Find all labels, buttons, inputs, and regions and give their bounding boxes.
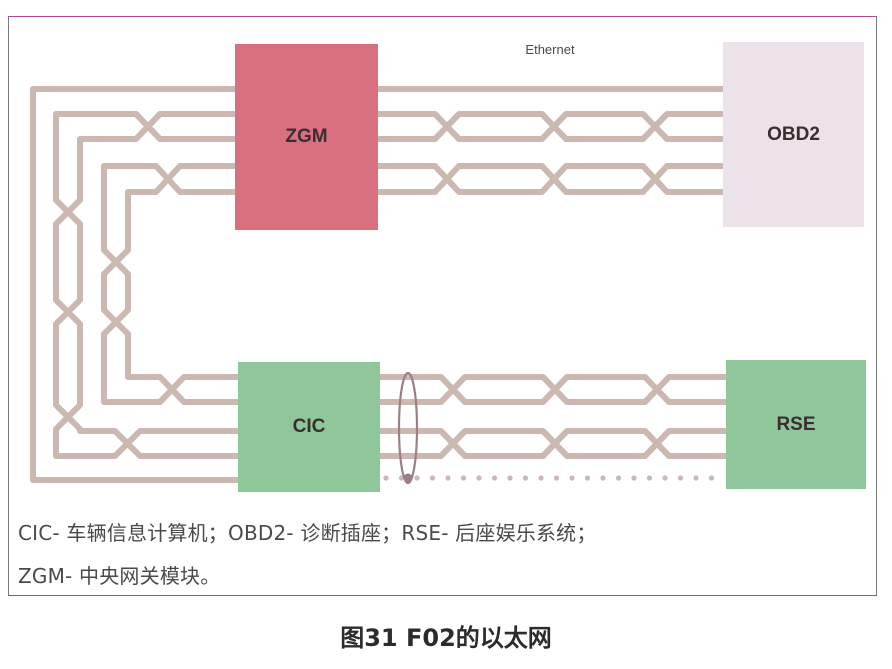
drain-wire-dot (522, 475, 529, 481)
drain-wire-dot (414, 475, 420, 481)
drain-wire-dot (569, 475, 575, 481)
wire-zgm-cic-pair2-a (101, 163, 241, 405)
cable-shield-icon (397, 371, 419, 485)
drain-wire-dot (491, 475, 498, 481)
drain-wire-dot (429, 475, 436, 481)
module-cic: CIC (238, 362, 380, 492)
wire-zgm-obd2-pair2-b (375, 163, 726, 195)
legend-line-1: CIC- 车辆信息计算机；OBD2- 诊断插座；RSE- 后座娱乐系统； (18, 521, 597, 545)
figure-caption: 图31 F02的以太网 (340, 624, 552, 652)
wire-zgm-obd2-pair1-b (375, 111, 726, 142)
module-rse-label: RSE (776, 413, 816, 435)
drain-wire-dot (445, 475, 451, 481)
wire-zgm-cic-single (30, 86, 241, 483)
module-cic-label: CIC (292, 416, 326, 437)
drain-wire-dot (383, 475, 389, 481)
wire-cic-rse-pair2-b (377, 428, 729, 459)
module-rse: RSE (726, 360, 866, 489)
drain-wire-dot (584, 475, 591, 481)
wire-cic-rse-pair1-b (377, 374, 729, 405)
ethernet-label: Ethernet (525, 42, 575, 57)
drain-wire-dot (646, 475, 653, 481)
drain-wire-dot (708, 475, 715, 481)
module-obd2-label: OBD2 (767, 123, 820, 145)
drain-wire-dot (507, 475, 513, 481)
drain-wire-dot (615, 475, 622, 481)
legend-line-2: ZGM- 中央网关模块。 (18, 564, 221, 588)
drain-wire-dot (460, 475, 467, 481)
drain-wire-dot (677, 475, 684, 481)
shield-ground-dot (403, 473, 413, 483)
drain-wire-dot (538, 475, 544, 481)
drain-wire-dot (476, 475, 482, 481)
module-obd2: OBD2 (723, 42, 864, 227)
module-zgm-label: ZGM (285, 126, 328, 147)
drain-wire-dot (553, 475, 560, 481)
drain-wire-dot (662, 475, 668, 481)
wire-zgm-cic-pair1-b (53, 111, 241, 459)
wire-zgm-cic-pair2-b (101, 163, 241, 405)
drain-wire-dot (693, 475, 699, 481)
drain-wire-dot (600, 475, 606, 481)
drain-wire-dot (631, 475, 637, 481)
module-zgm: ZGM (235, 44, 378, 230)
